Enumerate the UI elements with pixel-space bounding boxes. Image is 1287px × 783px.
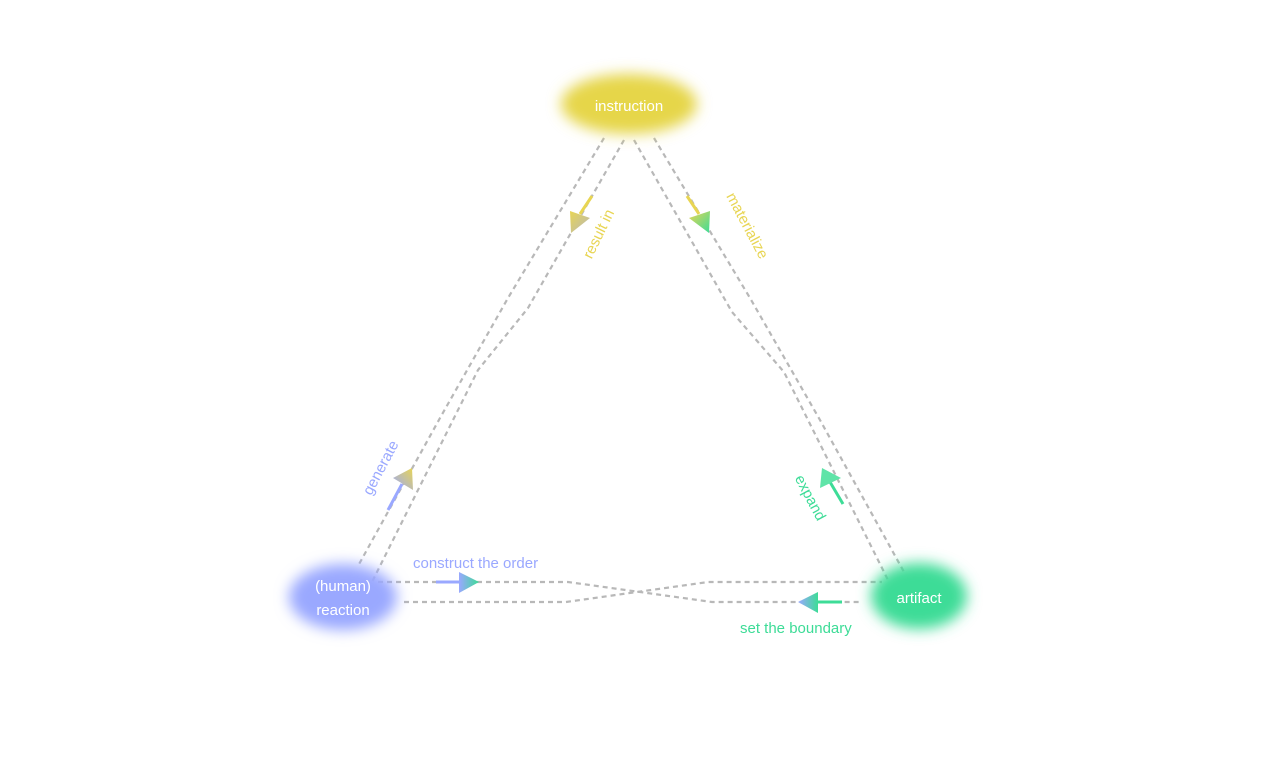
arrow-result-in [570,195,594,233]
node-artifact-glow [871,563,967,629]
arrow-materialize [685,195,710,233]
connector-reaction-artifact-top [378,580,862,604]
arrow-construct-the-order [436,572,479,593]
edge-labels: result in materialize generate expand co… [360,190,853,637]
connector-lines [357,137,905,604]
edge-label-materialize: materialize [722,190,771,262]
node-instruction: instruction [561,74,697,134]
connector-instruction-reaction-inner [371,139,625,583]
node-artifact-label: artifact [896,590,942,607]
node-reaction-glow [289,564,397,630]
edge-label-result-in: result in [580,207,618,262]
arrow-expand [820,468,845,505]
arrow-set-the-boundary [798,592,842,613]
edge-label-set-the-boundary: set the boundary [740,620,852,637]
connector-reaction-artifact-bottom [404,580,882,604]
node-reaction-label-line2: reaction [316,602,369,619]
node-reaction-label-line1: (human) [315,578,371,595]
node-artifact: artifact [871,563,967,629]
arrows [386,195,845,613]
node-instruction-label: instruction [595,98,663,115]
connector-instruction-artifact-inner [633,139,889,581]
edge-label-generate: generate [360,438,403,498]
edge-label-construct-the-order: construct the order [413,555,538,572]
arrow-generate [386,468,413,511]
node-reaction: (human) reaction [289,564,397,630]
node-instruction-glow [561,74,697,134]
connector-instruction-reaction-outer [357,137,605,567]
